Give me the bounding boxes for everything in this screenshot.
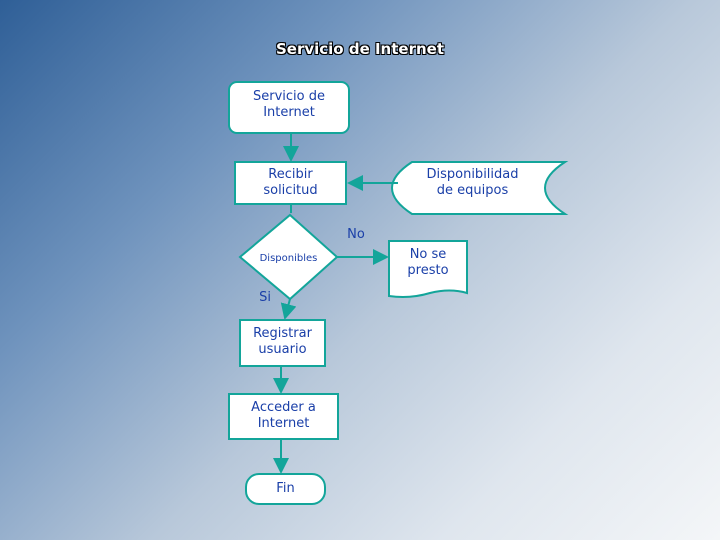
edge-yes-label: Si (259, 290, 271, 305)
register-node-label: Registrar usuario (253, 326, 312, 357)
equipment-node-label: Disponibilidad de equipos (426, 167, 519, 198)
edge-decision-to-register (280, 298, 297, 320)
access-node-label: Acceder a Internet (251, 400, 316, 431)
receive-node-label: Recibir solicitud (263, 167, 318, 198)
decision-node-label: Disponibles (259, 253, 318, 264)
receive-node-shape (234, 161, 347, 205)
end-node-shape (245, 473, 326, 505)
end-node-label: Fin (276, 481, 295, 496)
diagram-title: Servicio de Internet (275, 40, 444, 58)
access-node-shape (228, 393, 339, 440)
edge-no-label: No (347, 227, 365, 242)
equipment-storage-shape (391, 161, 569, 215)
start-node-shape (228, 81, 350, 134)
no-loan-document-shape (388, 240, 468, 298)
no-loan-node-label: No se presto (407, 247, 449, 278)
start-node-label: Servicio de Internet (253, 89, 325, 120)
register-node-shape (239, 319, 326, 367)
